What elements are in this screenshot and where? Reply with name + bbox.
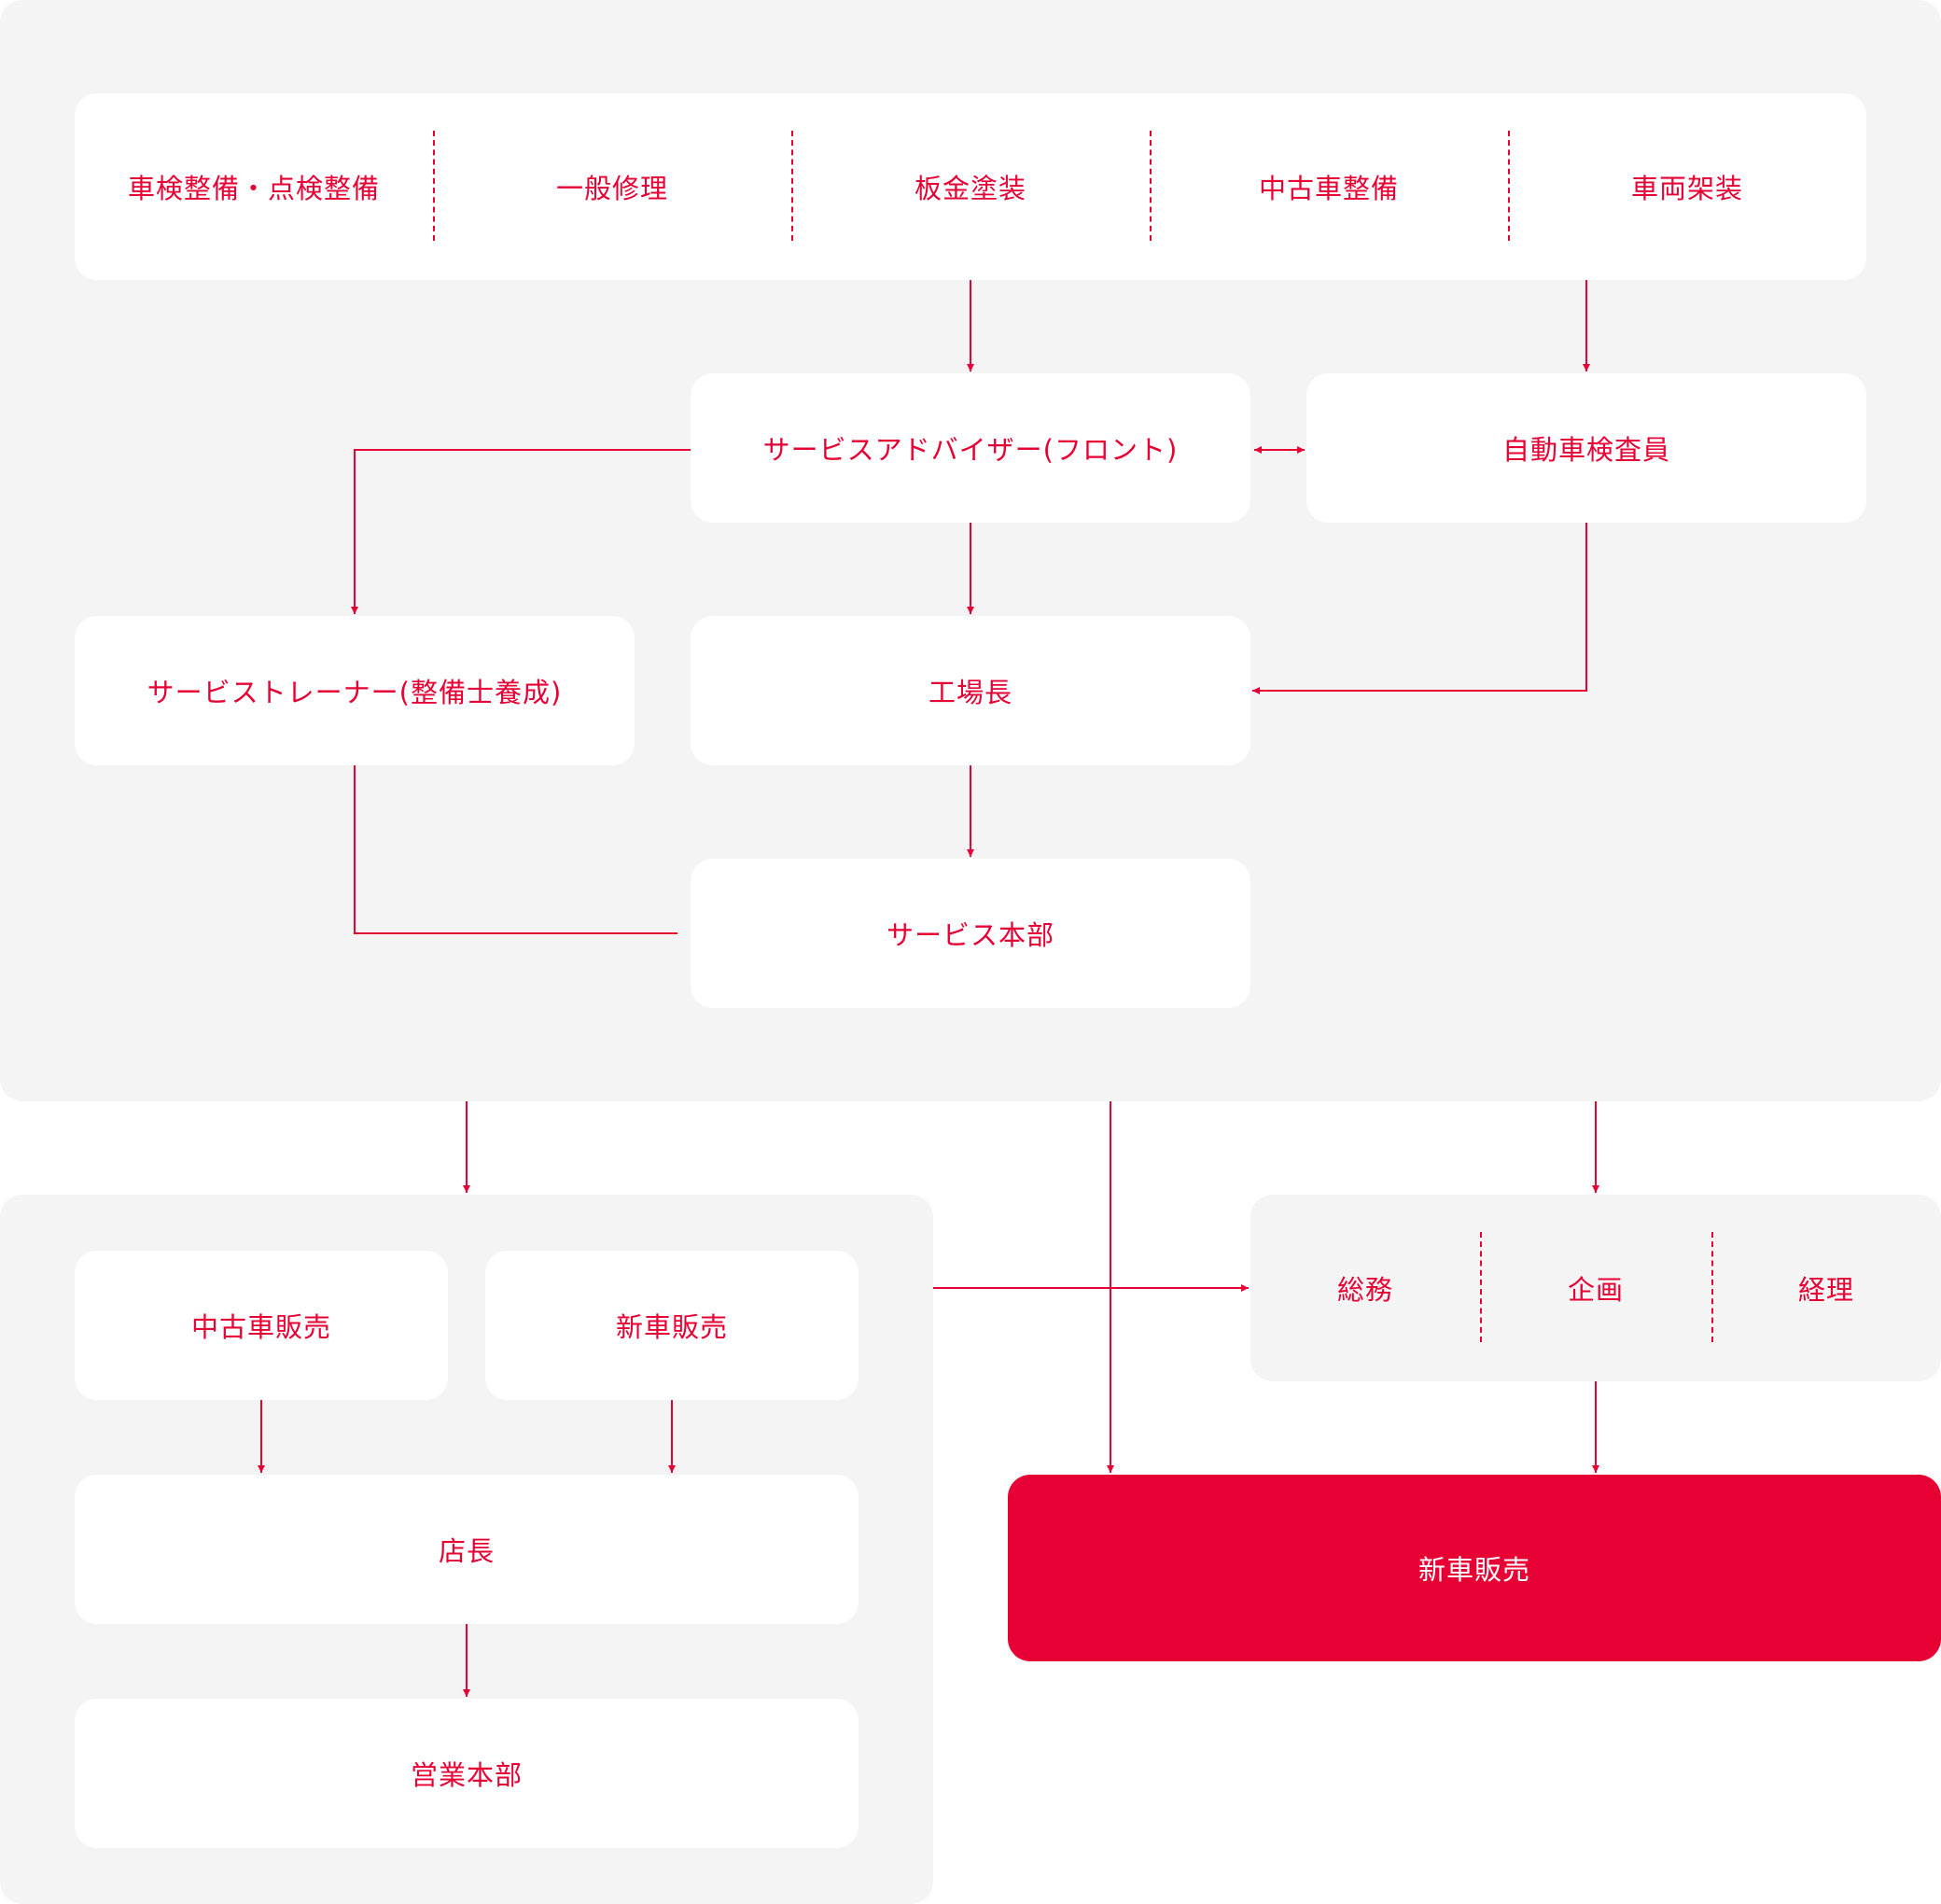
used-car-sales-box: 中古車販売: [75, 1251, 448, 1400]
service-trainer-box: サービストレーナー(整備士養成): [75, 616, 635, 765]
store-manager-box: 店長: [75, 1475, 859, 1624]
vehicle-inspector-box: 自動車検査員: [1306, 373, 1866, 523]
work-type-bodywork-paint: 板金塗装: [914, 173, 1026, 204]
divider: [1508, 131, 1510, 241]
divider: [1150, 131, 1152, 241]
admin-planning: 企画: [1567, 1274, 1624, 1306]
service-headquarters-box: サービス本部: [691, 859, 1250, 1008]
new-car-sales-box: 新車販売: [485, 1251, 859, 1400]
factory-manager-box: 工場長: [691, 616, 1250, 765]
final-new-car-sales-box: 新車販売: [1008, 1475, 1941, 1661]
work-type-inspection: 車検整備・点検整備: [127, 173, 380, 204]
divider: [791, 131, 793, 241]
admin-general-affairs: 総務: [1336, 1274, 1393, 1306]
work-types-box: 車検整備・点検整備 一般修理 板金塗装 中古車整備 車両架装: [75, 93, 1866, 280]
work-type-general-repair: 一般修理: [555, 173, 668, 204]
admin-panel: 総務 企画 経理: [1250, 1195, 1941, 1381]
admin-accounting: 経理: [1797, 1274, 1854, 1306]
divider: [1711, 1232, 1713, 1342]
work-type-used-car-maintenance: 中古車整備: [1258, 173, 1399, 204]
service-advisor-box: サービスアドバイザー(フロント): [691, 373, 1250, 523]
divider: [1480, 1232, 1482, 1342]
divider: [433, 131, 435, 241]
sales-headquarters-box: 営業本部: [75, 1699, 859, 1848]
work-type-body-fitting: 車両架装: [1630, 173, 1743, 204]
